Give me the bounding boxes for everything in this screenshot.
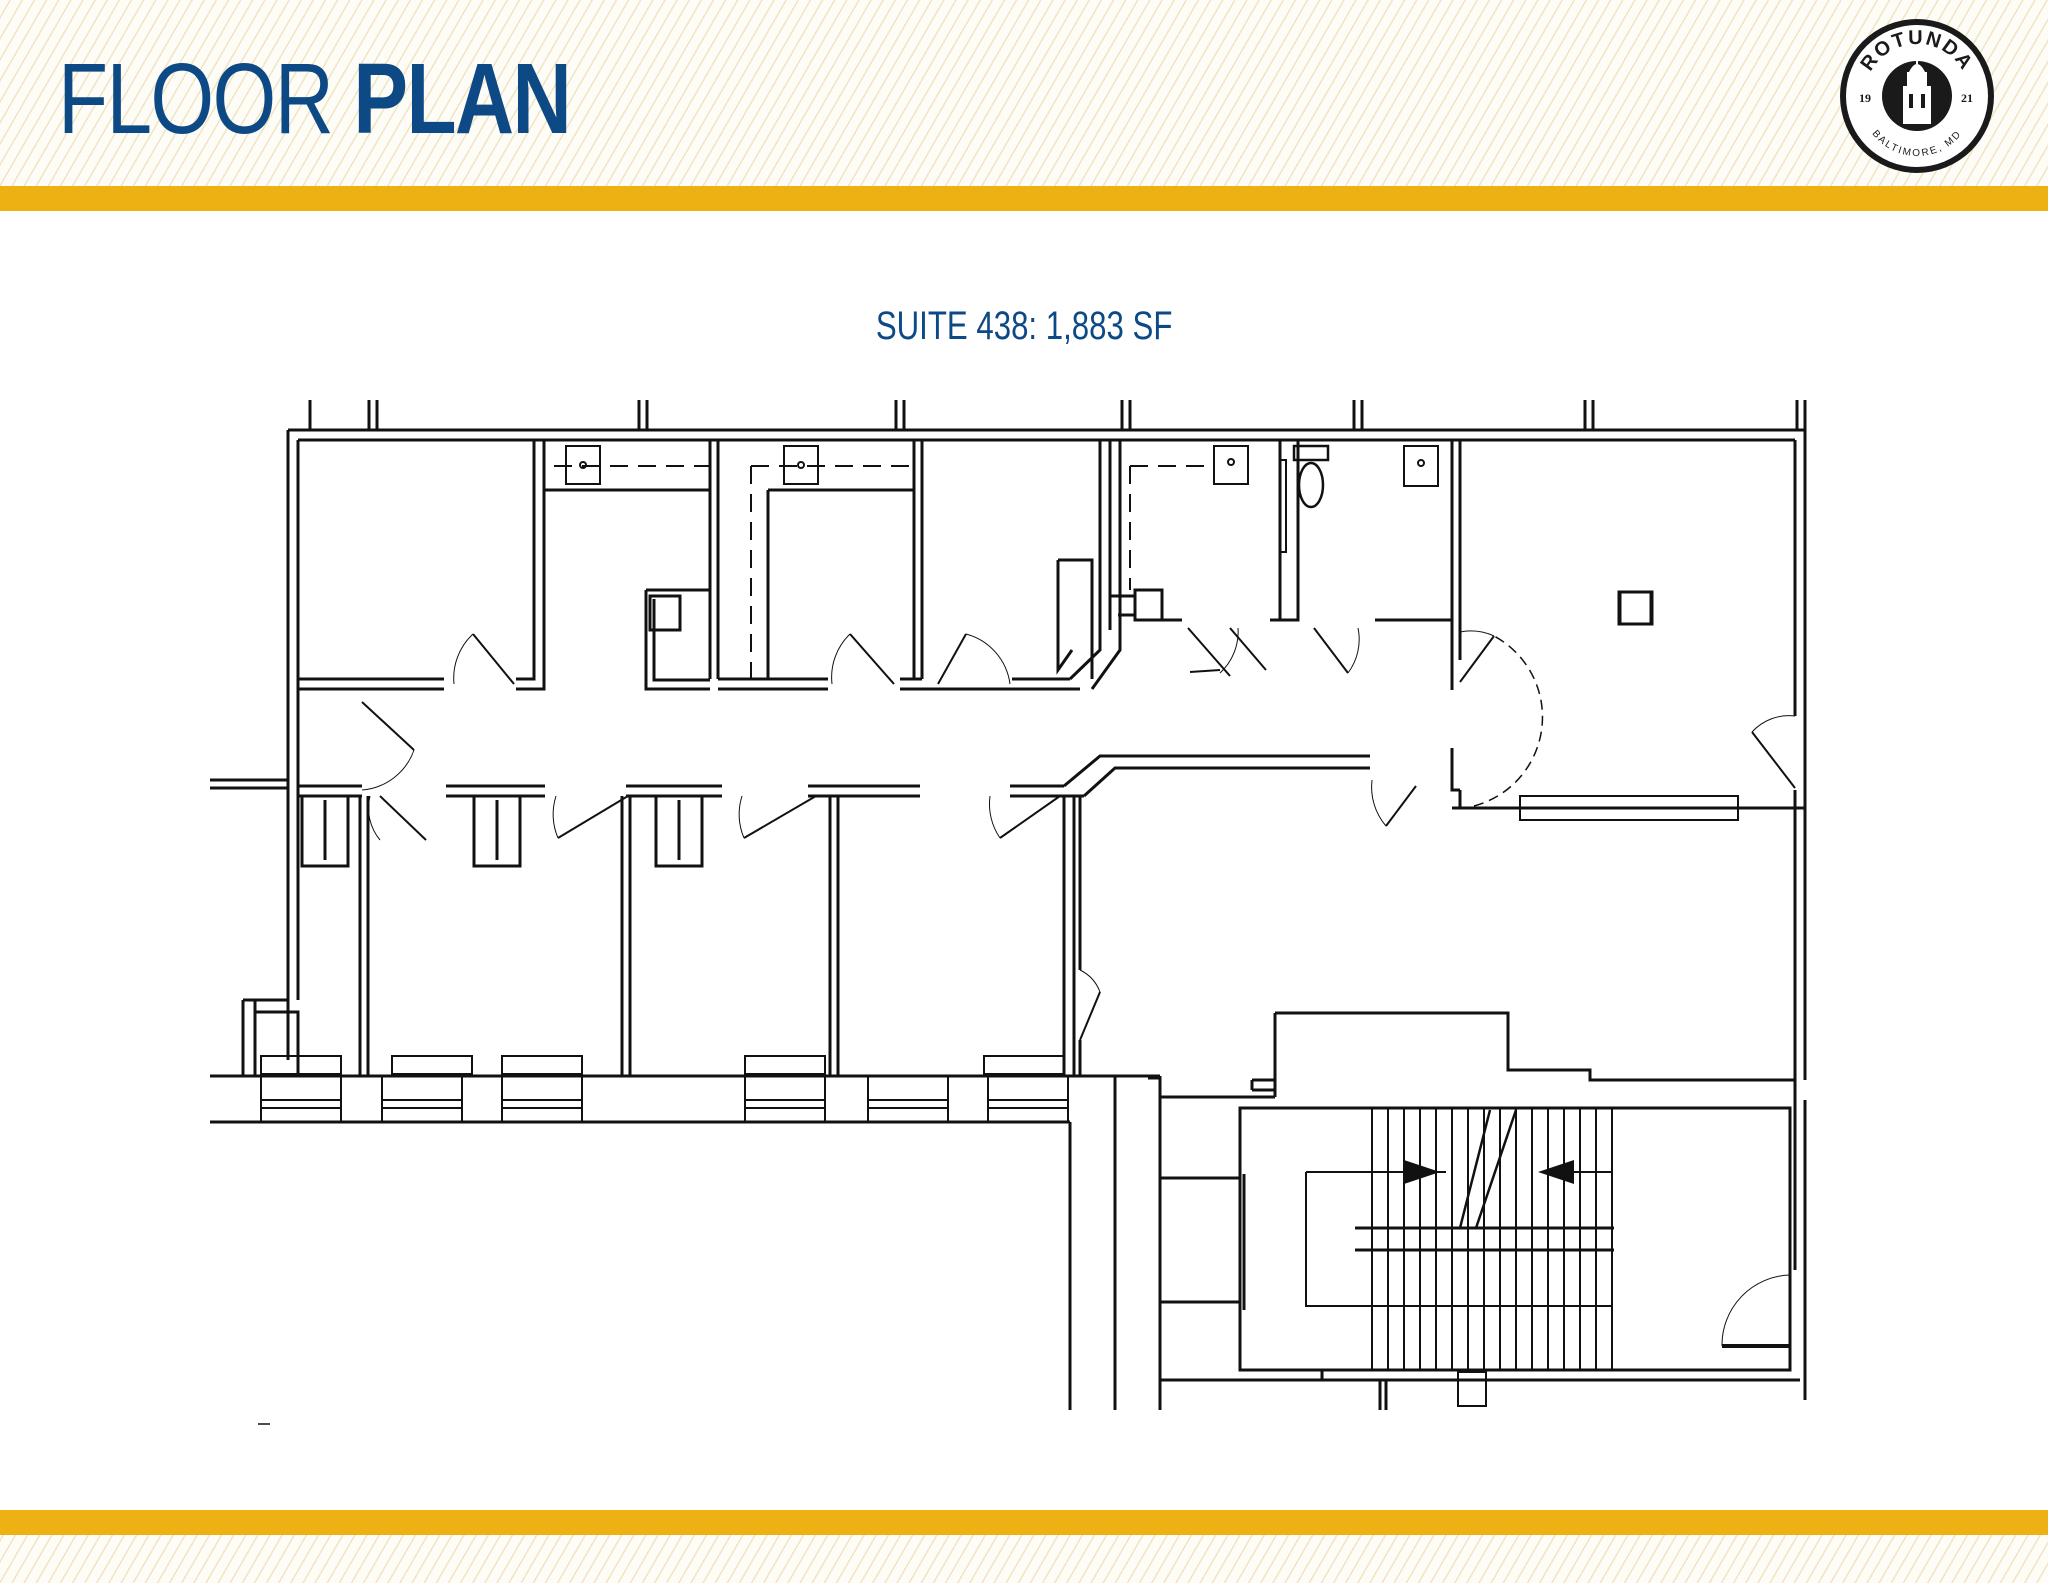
logo-year-left: 19 xyxy=(1859,91,1871,105)
plumbing-chase xyxy=(554,465,1210,680)
title-bold: PLAN xyxy=(353,43,571,155)
suite-heading: SUITE 438: 1,883 SF xyxy=(0,304,2048,349)
rotunda-tower-icon xyxy=(1903,56,1931,124)
header-pattern xyxy=(0,0,2048,186)
storage-box xyxy=(648,590,1654,632)
doors xyxy=(361,627,1796,1348)
closets xyxy=(300,796,704,868)
toilet xyxy=(1292,444,1330,509)
header-accent-bar xyxy=(0,186,2048,211)
south-area xyxy=(1148,1011,1800,1410)
suite-label: SUITE 438: 1,883 SF xyxy=(875,304,1173,348)
stairwell xyxy=(1305,1108,1614,1370)
windows xyxy=(260,1055,1069,1122)
footer-pattern xyxy=(0,1535,2048,1583)
corridor-walls xyxy=(298,754,1370,1076)
footer-accent-bar xyxy=(0,1510,2048,1535)
exterior-walls xyxy=(210,400,1807,1410)
grab-bar xyxy=(1279,459,1287,553)
page-title: FLOOR PLAN xyxy=(58,43,572,155)
stair-direction-arrows xyxy=(1404,1160,1574,1184)
east-office xyxy=(1450,590,1739,821)
rotunda-logo: ROTUNDA 19 21 BALTIMORE, MD xyxy=(1840,19,1994,173)
title-light: FLOOR xyxy=(58,43,334,155)
logo-year-right: 21 xyxy=(1961,91,1973,105)
north-offices xyxy=(298,440,1805,810)
